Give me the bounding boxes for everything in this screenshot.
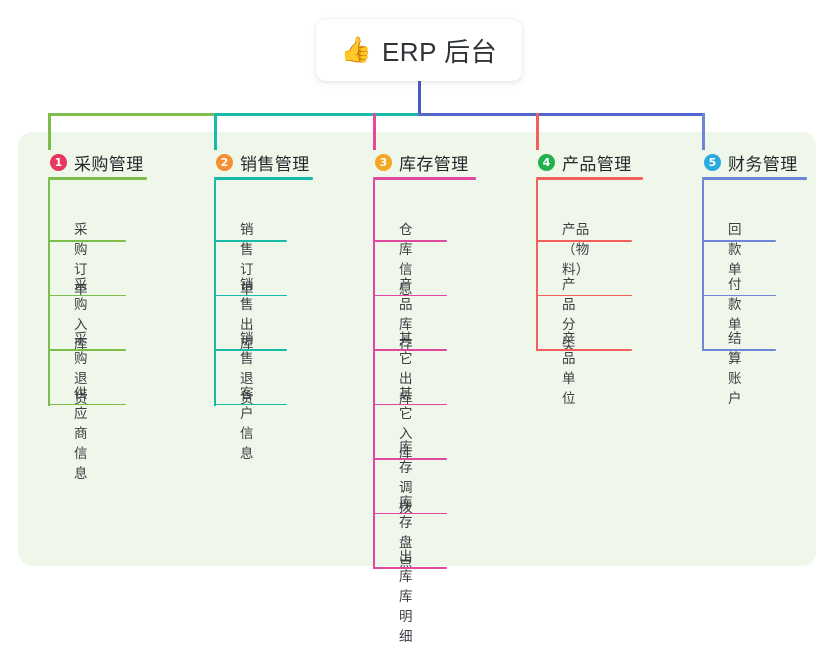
branch-drop-2	[214, 113, 217, 150]
bus-segment-left	[48, 113, 216, 116]
item-label: 出库库明细	[399, 549, 413, 644]
column-title-4: 产品管理	[562, 155, 632, 174]
item-rule	[702, 349, 776, 351]
item-rule	[373, 349, 447, 351]
item-rule	[373, 458, 447, 460]
item-rule	[373, 567, 447, 569]
bus-segment-right	[418, 113, 704, 116]
root-node-card[interactable]: 👍 ERP 后台	[316, 19, 522, 81]
item-rule	[214, 294, 287, 297]
item-rule	[214, 240, 287, 242]
branch-drop-4	[536, 113, 539, 150]
item-rule	[536, 349, 632, 351]
column-spine-5	[702, 180, 704, 351]
root-stem	[417, 81, 421, 115]
item-rule	[214, 349, 287, 351]
column-title-2: 销售管理	[240, 155, 310, 174]
column-2: 2 销售管理销售订单销售出库销售退货客户信息	[214, 0, 313, 461]
item-label: 产品库存	[399, 276, 413, 352]
item-label: 产品（物料）	[562, 222, 590, 277]
item-label: 结算账户	[728, 331, 742, 406]
column-title-5: 财务管理	[728, 155, 798, 174]
item-label: 客户信息	[240, 385, 254, 461]
item-label: 采购订单	[74, 222, 88, 297]
item-label: 付款单	[728, 276, 742, 332]
column-badge-2: 2	[216, 154, 233, 171]
column-spine-2	[214, 180, 216, 406]
item-label: 其它出库	[399, 331, 413, 406]
item-rule	[48, 349, 126, 351]
branch-drop-3	[373, 113, 376, 150]
item-label: 仓库信息	[399, 222, 413, 297]
item-rule	[702, 294, 776, 297]
column-header-1[interactable]: 1 采购管理	[50, 150, 144, 175]
item-rule	[536, 294, 632, 297]
item-label: 库存调拨	[399, 440, 413, 515]
column-title-3: 库存管理	[399, 155, 469, 174]
item-label: 采购退货	[74, 331, 88, 406]
bus-segment-mid	[214, 113, 421, 116]
column-spine-4	[536, 180, 538, 351]
branch-drop-5	[702, 113, 705, 150]
column-badge-1: 1	[50, 154, 67, 171]
item-label: 采购入库	[74, 276, 88, 352]
column-5: 5 财务管理回款单付款单结算账户	[702, 0, 807, 406]
column-1: 1 采购管理采购订单采购入库采购退货供应商信息	[48, 0, 147, 481]
item-rule	[373, 294, 447, 297]
item-rule	[214, 403, 287, 406]
item-rule	[373, 403, 447, 406]
item-label: 库存盘点	[399, 494, 413, 570]
column-badge-3: 3	[375, 154, 392, 171]
mindmap-canvas: 👍 ERP 后台 1 采购管理采购订单采购入库采购退货供应商信息 2 销售管理销售订单…	[18, 0, 816, 644]
item-label: 其它入库	[399, 385, 413, 461]
item-label: 产品分类	[562, 276, 576, 352]
column-4: 4 产品管理产品（物料）产品分类产品单位	[536, 0, 643, 406]
item-label: 销售退货	[240, 331, 254, 406]
column-header-5[interactable]: 5 财务管理	[704, 150, 798, 175]
column-header-rule-3	[373, 177, 476, 180]
item-rule	[702, 240, 776, 242]
item-label: 销售订单	[240, 222, 254, 297]
column-spine-1	[48, 180, 50, 406]
branch-drop-1	[48, 113, 51, 150]
column-badge-4: 4	[538, 154, 555, 171]
item-rule	[373, 512, 447, 515]
column-badge-5: 5	[704, 154, 721, 171]
item-rule	[48, 294, 126, 297]
column-spine-3	[373, 180, 375, 569]
column-header-rule-4	[536, 177, 643, 180]
column-header-rule-1	[48, 177, 147, 180]
item-label: 回款单	[728, 222, 742, 277]
item-label: 销售出库	[240, 276, 254, 352]
item-rule	[48, 403, 126, 406]
thumbs-up-icon: 👍	[340, 35, 372, 64]
item-label: 产品单位	[562, 331, 576, 406]
root-node-title: ERP 后台	[381, 36, 498, 67]
column-header-rule-5	[702, 177, 807, 180]
item-rule	[48, 240, 126, 242]
column-title-1: 采购管理	[74, 155, 144, 174]
column-header-4[interactable]: 4 产品管理	[538, 150, 632, 175]
item-rule	[373, 240, 447, 242]
column-header-rule-2	[214, 177, 313, 180]
column-header-3[interactable]: 3 库存管理	[375, 150, 469, 175]
item-label: 供应商信息	[74, 385, 88, 481]
column-header-2[interactable]: 2 销售管理	[216, 150, 310, 175]
column-3: 3 库存管理仓库信息产品库存其它出库其它入库库存调拨库存盘点出库库明细	[373, 0, 476, 644]
item-rule	[536, 240, 632, 242]
